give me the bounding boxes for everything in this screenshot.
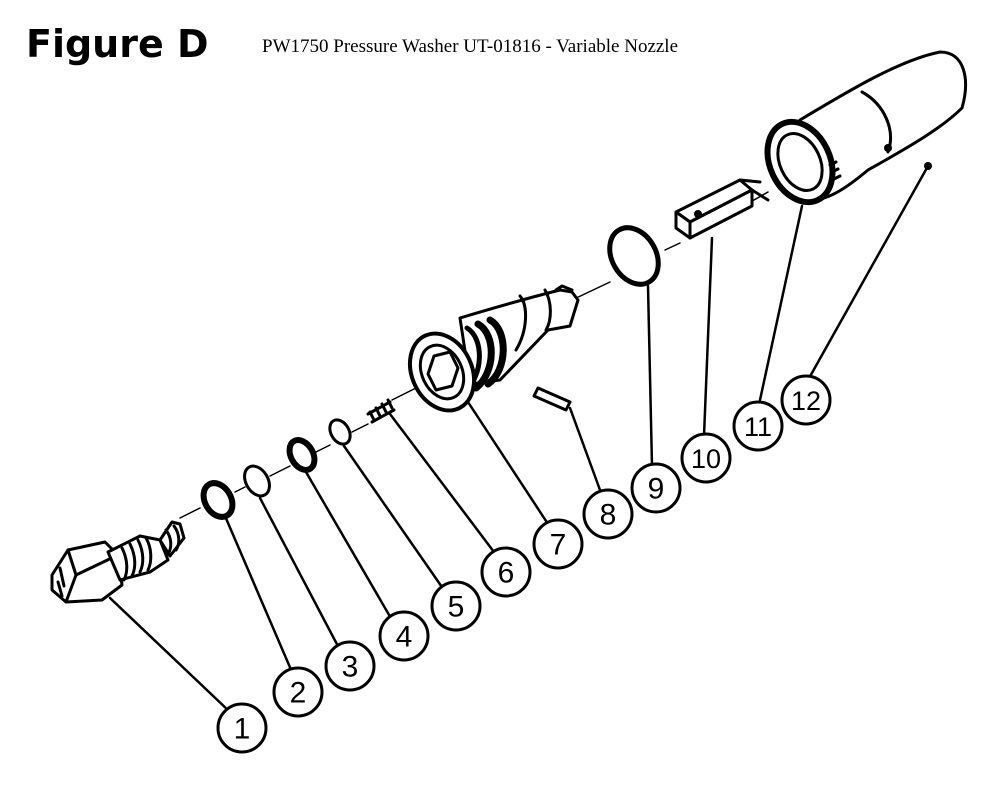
part-10-bracket xyxy=(674,178,770,240)
svg-text:6: 6 xyxy=(498,557,515,590)
callout-6: 6 xyxy=(480,546,532,598)
callout-10: 10 xyxy=(680,432,732,484)
callout-3: 3 xyxy=(324,640,376,692)
svg-text:7: 7 xyxy=(550,529,567,562)
part-7-nozzle-body xyxy=(407,284,580,413)
svg-text:10: 10 xyxy=(691,444,721,474)
diagram-title: PW1750 Pressure Washer UT-01816 - Variab… xyxy=(262,36,679,57)
part-5-washer xyxy=(328,418,352,446)
callout-2: 2 xyxy=(272,666,324,718)
svg-text:4: 4 xyxy=(396,621,413,654)
part-11-nozzle-cover xyxy=(764,50,967,206)
part-1-quick-connector xyxy=(50,520,186,604)
svg-text:2: 2 xyxy=(290,677,307,710)
svg-text:3: 3 xyxy=(342,651,359,684)
callout-8: 8 xyxy=(582,488,634,540)
callout-9: 9 xyxy=(630,462,682,514)
callout-7: 7 xyxy=(532,518,584,570)
svg-text:8: 8 xyxy=(600,499,617,532)
part-6-spring xyxy=(366,398,396,424)
callout-12: 12 xyxy=(780,374,832,426)
callout-11: 11 xyxy=(732,400,784,452)
callout-5: 5 xyxy=(430,580,482,632)
callout-1: 1 xyxy=(216,702,268,754)
part-2-o-ring xyxy=(200,480,236,520)
svg-text:9: 9 xyxy=(648,473,665,506)
part-8-pin xyxy=(532,386,572,412)
part-9-large-o-ring xyxy=(607,225,661,287)
svg-text:1: 1 xyxy=(234,713,251,746)
part-3-washer xyxy=(243,464,271,498)
figure-label: Figure D xyxy=(26,22,209,66)
svg-text:11: 11 xyxy=(744,412,772,442)
callout-4: 4 xyxy=(378,610,430,662)
part-4-o-ring xyxy=(286,437,318,473)
leader-lines xyxy=(108,164,930,714)
svg-text:12: 12 xyxy=(791,386,821,416)
svg-text:5: 5 xyxy=(448,591,465,624)
